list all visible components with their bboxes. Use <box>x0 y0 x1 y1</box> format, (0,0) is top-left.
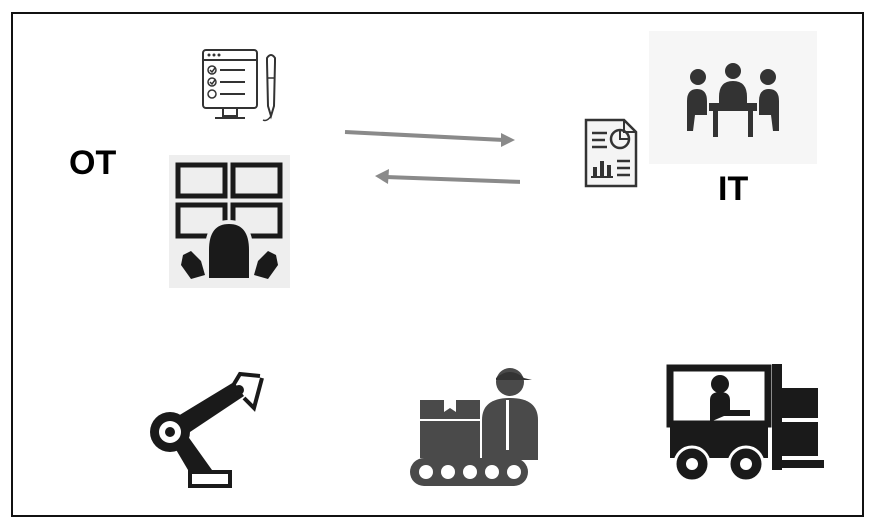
conveyor-worker-icon <box>406 360 552 490</box>
report-document-icon <box>583 117 639 189</box>
team-meeting-icon <box>649 31 817 164</box>
checklist-monitor-icon <box>195 48 285 128</box>
it-label: IT <box>718 170 749 208</box>
control-room-operator-icon <box>169 155 290 288</box>
arrow-ot-to-it <box>340 122 520 192</box>
robotic-arm-icon <box>148 370 268 490</box>
forklift-icon <box>666 364 826 484</box>
ot-label: OT <box>69 144 117 182</box>
